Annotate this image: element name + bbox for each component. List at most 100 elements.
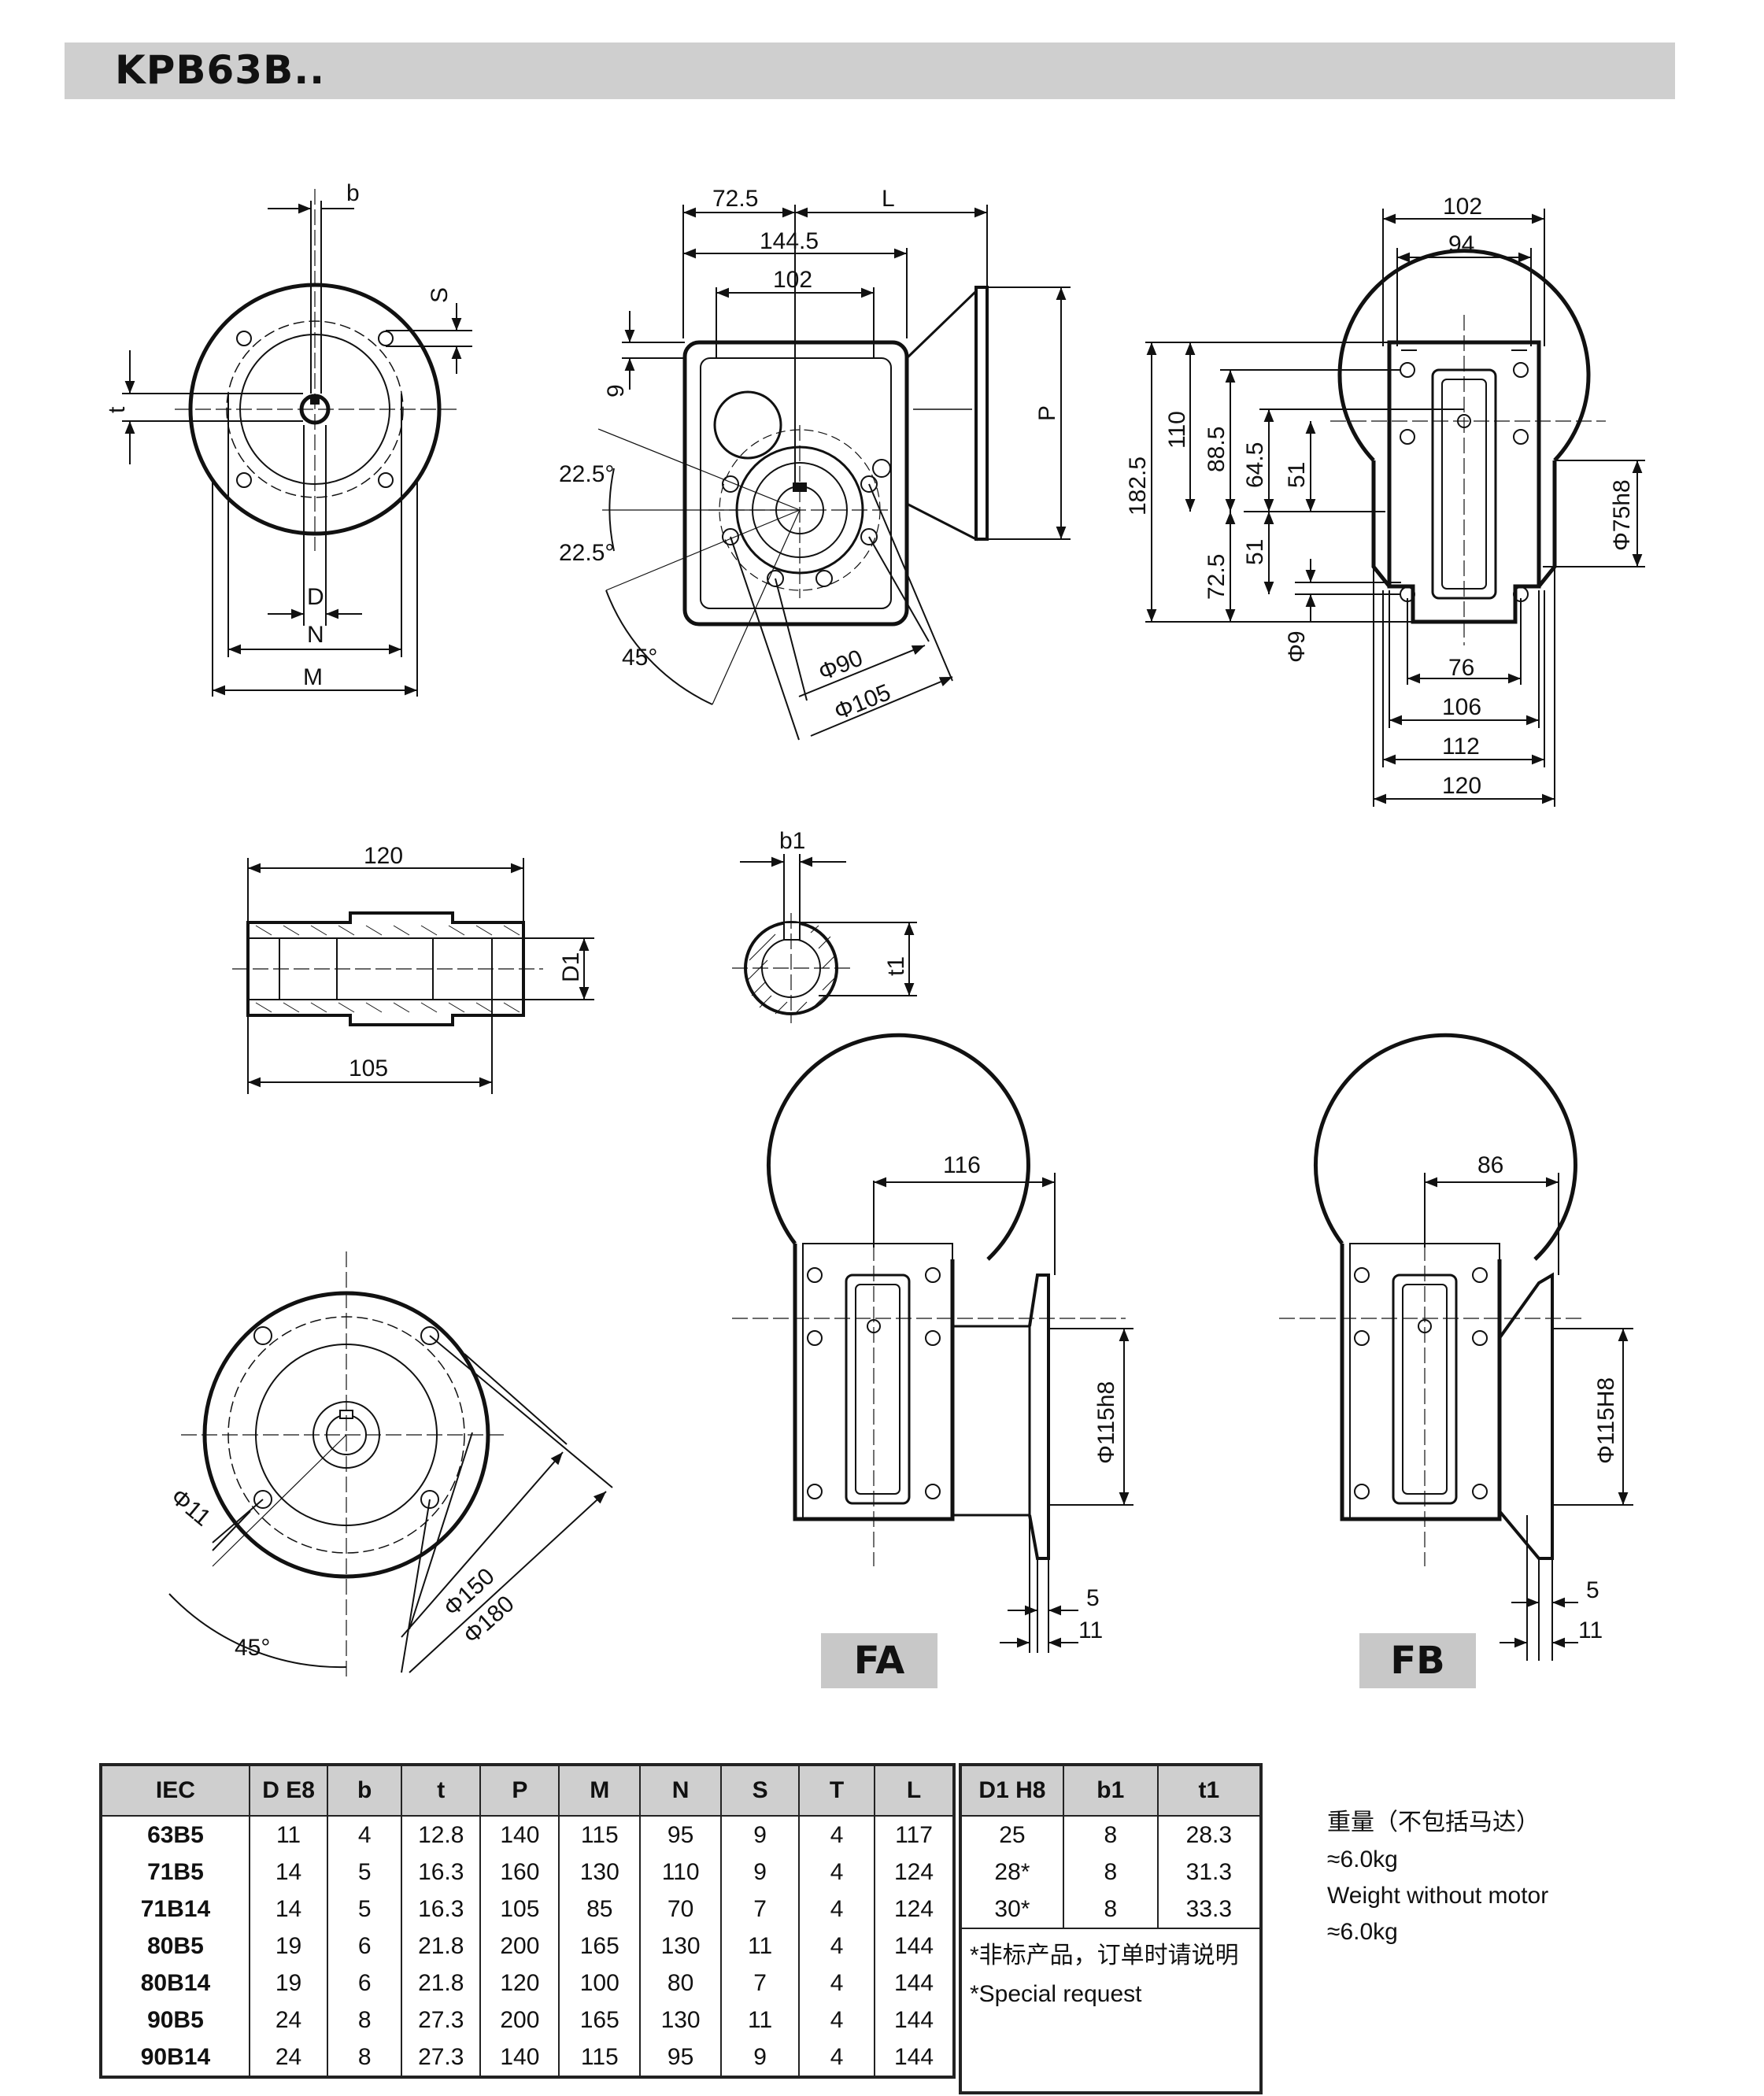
table-cell: 8 [1062, 1891, 1159, 1928]
table-cell: 90B5 [100, 2002, 250, 2039]
col-header: IEC [100, 1764, 250, 1817]
angle-22-5-b: 22.5° [559, 540, 614, 566]
table-cell: 4 [798, 1816, 875, 1854]
table-cell: 130 [558, 1854, 642, 1891]
table-cell: 14 [248, 1891, 329, 1928]
col-header: N [639, 1764, 723, 1817]
output-flange-view [168, 1251, 613, 1676]
dim-s: S [427, 287, 453, 303]
title-bar: KPB63B.. [65, 43, 1675, 99]
weight-en-value: ≈6.0kg [1327, 1919, 1398, 1945]
table-cell: 124 [873, 1854, 956, 1891]
table-cell: 105 [479, 1891, 560, 1928]
table-cell: 100 [558, 1965, 642, 2002]
table-cell: 144 [873, 2002, 956, 2039]
table-cell: 85 [558, 1891, 642, 1928]
table-cell: 140 [479, 1816, 560, 1854]
dim-t1: t1 [883, 956, 909, 976]
col-header: M [558, 1764, 642, 1817]
table-cell: 95 [639, 2039, 723, 2078]
table-cell: 4 [798, 2039, 875, 2078]
table-cell: 8 [1062, 1816, 1159, 1854]
table-cell: 200 [479, 1928, 560, 1965]
angle-45-flange: 45° [235, 1635, 270, 1661]
col-header: b [327, 1764, 403, 1817]
dim-phi9: Φ9 [1284, 630, 1310, 663]
table-cell: 28* [960, 1854, 1064, 1891]
dim-72-5-vert: 72.5 [1204, 554, 1230, 600]
table-row: 90B14 24 8 27.3 140 115 95 9 4 144 [100, 2039, 956, 2078]
table-cell: 11 [248, 1816, 329, 1854]
table-cell: 6 [327, 1928, 403, 1965]
table-cell: 160 [479, 1854, 560, 1891]
table-cell: 21.8 [401, 1928, 482, 1965]
table-cell: 8 [1062, 1854, 1159, 1891]
dim-n: N [307, 622, 324, 648]
table-cell: 80B14 [100, 1965, 250, 2002]
dim-fa-5: 5 [1086, 1585, 1100, 1611]
dim-102-top: 102 [773, 267, 812, 293]
dim-112: 112 [1442, 734, 1480, 760]
table-cell: 9 [720, 2039, 801, 2078]
table-cell: 144 [873, 1965, 956, 2002]
col-header: b1 [1062, 1764, 1159, 1817]
table-cell: 25 [960, 1816, 1064, 1854]
table-cell: 28.3 [1156, 1816, 1263, 1854]
dim-144-5: 144.5 [760, 228, 819, 254]
table-row: 71B14 14 5 16.3 105 85 70 7 4 124 [100, 1891, 956, 1928]
table-cell: 27.3 [401, 2039, 482, 2078]
page-title: KPB63B.. [115, 47, 326, 93]
table-cell: 117 [873, 1816, 956, 1854]
table-cell: 71B5 [100, 1854, 250, 1891]
table-cell: 4 [798, 1854, 875, 1891]
col-header: D E8 [248, 1764, 329, 1817]
dim-120-front: 120 [1442, 773, 1481, 799]
table-row: 71B5 14 5 16.3 160 130 110 9 4 124 [100, 1854, 956, 1891]
weight-en: Weight without motor [1327, 1883, 1549, 1909]
col-header: t1 [1156, 1764, 1263, 1817]
table-cell: 9 [720, 1854, 801, 1891]
table-cell: 70 [639, 1891, 723, 1928]
dim-fb-phi115h8: Φ115H8 [1593, 1377, 1619, 1464]
table-cell: 4 [798, 1891, 875, 1928]
table-cell: 4 [798, 1965, 875, 2002]
table-cell: 31.3 [1156, 1854, 1263, 1891]
dim-64-5: 64.5 [1242, 442, 1268, 488]
dim-94: 94 [1448, 231, 1474, 257]
dim-fa-phi115h8: Φ115h8 [1093, 1381, 1119, 1464]
table-cell: 90B14 [100, 2039, 250, 2078]
col-header: P [479, 1764, 560, 1817]
table-cell: 8 [327, 2002, 403, 2039]
dim-106: 106 [1442, 694, 1481, 720]
dim-phi11: Φ11 [166, 1484, 216, 1532]
table-cell: 27.3 [401, 2002, 482, 2039]
table-cell: 8 [327, 2039, 403, 2078]
dim-fb-5: 5 [1586, 1577, 1599, 1603]
special-request-note: *非标产品，订单时请说明 *Special request [960, 1928, 1262, 2094]
table-cell: 144 [873, 1928, 956, 1965]
table-cell: 165 [558, 2002, 642, 2039]
table-cell: 21.8 [401, 1965, 482, 2002]
dim-51-upper: 51 [1284, 462, 1310, 488]
table-cell: 33.3 [1156, 1891, 1263, 1928]
table-cell: 12.8 [401, 1816, 482, 1854]
table-cell: 115 [558, 1816, 642, 1854]
dim-88-5: 88.5 [1204, 427, 1230, 472]
dim-d: D [307, 584, 324, 610]
dim-l: L [882, 186, 895, 212]
dim-110: 110 [1164, 411, 1190, 449]
table-cell: 24 [248, 2002, 329, 2039]
table-cell: 5 [327, 1891, 403, 1928]
dim-76: 76 [1448, 655, 1474, 681]
fa-mounting-view [732, 1033, 1133, 1653]
angle-22-5-a: 22.5° [559, 461, 614, 487]
dim-phi105: Φ105 [830, 679, 894, 725]
gearbox-front-view [1145, 209, 1645, 807]
table-row: 80B14 19 6 21.8 120 100 80 7 4 144 [100, 1965, 956, 2002]
table-cell: 130 [639, 2002, 723, 2039]
table-row: 80B5 19 6 21.8 200 165 130 11 4 144 [100, 1928, 956, 1965]
table-row: 63B5 11 4 12.8 140 115 95 9 4 117 [100, 1816, 956, 1854]
table-row: 90B5 24 8 27.3 200 165 130 11 4 144 [100, 2002, 956, 2039]
table-cell: 124 [873, 1891, 956, 1928]
